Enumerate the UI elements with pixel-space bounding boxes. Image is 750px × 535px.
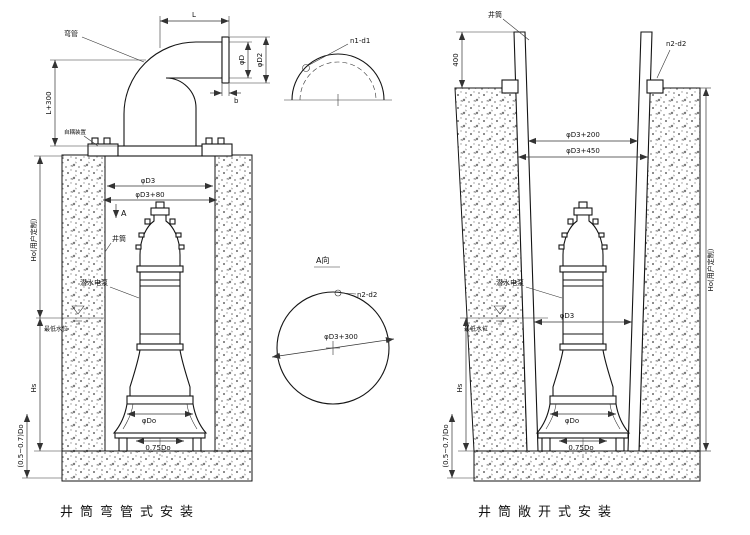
lowest-water-level-label: 最低水位 xyxy=(464,325,488,333)
dim-label-bolt-circle: φD3+300 xyxy=(324,333,358,341)
dim-label-phiDo: φDo xyxy=(142,417,156,425)
left-well-wall-left xyxy=(61,154,106,452)
right-well-bottom-slab xyxy=(473,450,701,482)
dim-label-phiD3: φD3 xyxy=(141,177,155,185)
outlet-flange xyxy=(221,36,230,84)
dim-label-phiD3-80: φD3+80 xyxy=(135,191,164,199)
pump-label: 潜水电泵 xyxy=(496,278,524,287)
dim-label-L: L xyxy=(192,11,196,19)
section-a-detail: A向 n2-d2 φD3+300 xyxy=(271,255,395,405)
discharge-elbow xyxy=(123,41,223,149)
water-level-symbol xyxy=(71,305,85,315)
left-well-bottom-slab xyxy=(61,450,253,482)
dim-label-phiD3-450: φD3+450 xyxy=(566,147,600,155)
well-barrel-label: 井筒 xyxy=(488,10,502,19)
dim-label-Hs: Hs xyxy=(30,383,38,392)
dim-label-phiD3-200: φD3+200 xyxy=(566,131,600,139)
elbow-installation-diagram: L L+300 φD φD2 b 弯管 自耦装置 φD3 φD3+80 A xyxy=(17,11,270,520)
lowest-water-level-label: 最低水位 xyxy=(44,325,68,333)
dim-label-075Do: 0.75Do xyxy=(145,444,170,452)
bolt-hole xyxy=(334,289,342,297)
coupling-label: 自耦装置 xyxy=(64,128,87,136)
dim-label-clearance: (0.5~0.7)Do xyxy=(17,424,25,467)
anchor-bolt xyxy=(217,137,225,145)
dim-label-clearance: (0.5~0.7)Do xyxy=(442,424,450,467)
right-caption: 井筒敞开式安装 xyxy=(478,504,618,520)
dim-label-phiDo: φDo xyxy=(565,417,579,425)
left-caption: 井筒弯管式安装 xyxy=(60,504,200,520)
lug-bolt-label: n2-d2 xyxy=(666,40,686,48)
dim-label-L300: L+300 xyxy=(45,91,53,114)
anchor-bolt xyxy=(205,137,213,145)
well-barrel-label: 井筒 xyxy=(112,234,126,243)
cone-wall-left xyxy=(513,31,539,452)
dim-label-Ho: Ho(用户定制) xyxy=(29,218,38,261)
dim-label-phiD3: φD3 xyxy=(560,312,574,320)
support-lug-right xyxy=(646,79,664,94)
dim-label-Hs: Hs xyxy=(456,383,464,392)
bolt-hole xyxy=(302,64,310,72)
water-level-symbol xyxy=(493,305,507,315)
flange-arc xyxy=(291,53,385,101)
dim-label-phiD2: φD2 xyxy=(256,53,264,67)
support-lug-left xyxy=(501,79,519,94)
dim-label-075Do: 0.75Do xyxy=(568,444,593,452)
dim-label-Ho: Ho(用户定制) xyxy=(706,248,715,291)
left-well-wall-right xyxy=(214,154,253,452)
bolt-spec-label: n1-d1 xyxy=(350,37,370,45)
base-flange-plate xyxy=(117,145,203,157)
cone-wall-right xyxy=(627,31,653,452)
anchor-bolt xyxy=(91,137,99,145)
dim-label-400: 400 xyxy=(452,53,460,66)
open-installation-diagram: 井筒 n2-d2 400 φD3+200 φD3+450 潜水电泵 最低水位 φ… xyxy=(442,10,715,520)
coupling-seat-right xyxy=(201,143,233,157)
dim-label-phiD: φD xyxy=(238,55,246,65)
section-a-title: A向 xyxy=(316,255,329,265)
pump-label: 潜水电泵 xyxy=(80,278,108,287)
elbow-label: 弯管 xyxy=(64,29,78,38)
anchor-bolt xyxy=(103,137,111,145)
section-arrow-letter: A xyxy=(121,209,127,218)
flange-bolt-detail: n1-d1 xyxy=(284,37,392,106)
dim-label-b: b xyxy=(234,97,239,105)
bolt-spec-label: n2-d2 xyxy=(357,291,377,299)
